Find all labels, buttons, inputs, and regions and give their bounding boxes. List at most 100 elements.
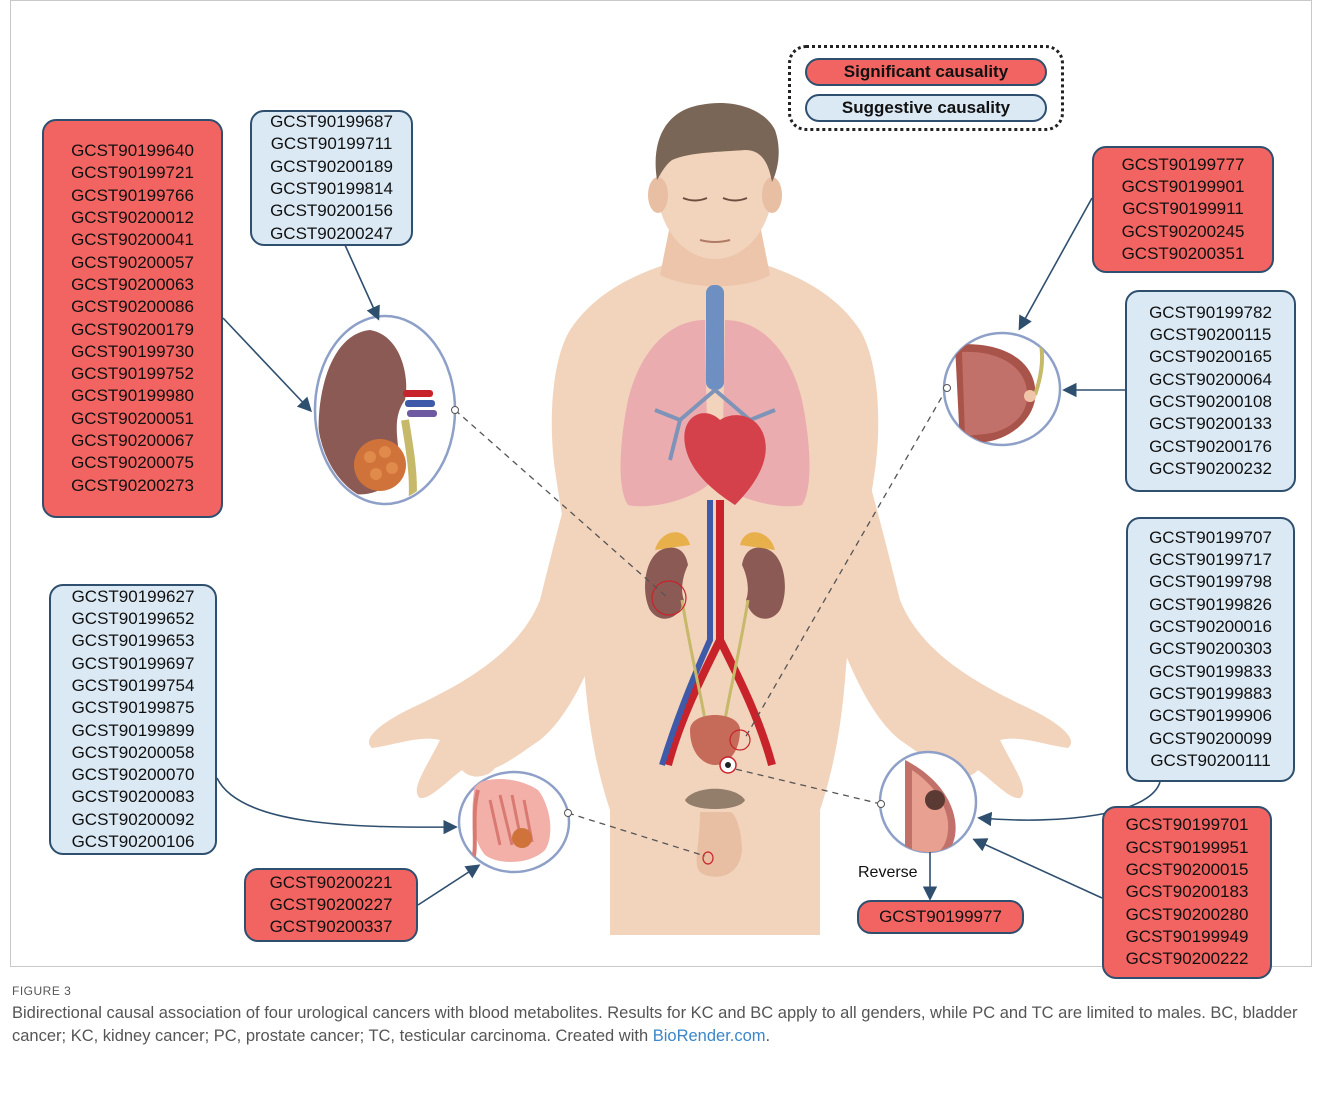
metabolite-id: GCST90199640 bbox=[71, 140, 194, 162]
kidney-significant-list: GCST90199640GCST90199721GCST90199766GCST… bbox=[42, 119, 223, 518]
metabolite-id: GCST90199730 bbox=[71, 341, 194, 363]
arrow-kidney-significant bbox=[223, 318, 310, 410]
metabolite-id: GCST90200057 bbox=[71, 252, 194, 274]
biorender-link[interactable]: BioRender.com bbox=[653, 1027, 766, 1045]
caption-end: . bbox=[766, 1027, 771, 1045]
metabolite-id: GCST90200083 bbox=[72, 786, 195, 808]
metabolite-id: GCST90199977 bbox=[879, 906, 1002, 928]
metabolite-id: GCST90199906 bbox=[1149, 705, 1272, 727]
metabolite-id: GCST90199754 bbox=[72, 675, 195, 697]
metabolite-id: GCST90200075 bbox=[71, 452, 194, 474]
metabolite-id: GCST90199826 bbox=[1149, 594, 1272, 616]
figure-caption: FIGURE 3 Bidirectional causal associatio… bbox=[12, 984, 1308, 1048]
metabolite-id: GCST90199653 bbox=[72, 630, 195, 652]
arrow-prostate-significant bbox=[975, 840, 1102, 898]
metabolite-id: GCST90200303 bbox=[1149, 638, 1272, 660]
kidney-tumor-icon bbox=[315, 316, 459, 505]
metabolite-id: GCST90199752 bbox=[71, 363, 194, 385]
metabolite-id: GCST90200041 bbox=[71, 229, 194, 251]
metabolite-id: GCST90200189 bbox=[270, 156, 393, 178]
bladder-significant-list: GCST90199777GCST90199901GCST90199911GCST… bbox=[1092, 146, 1274, 273]
metabolite-id: GCST90199777 bbox=[1122, 154, 1245, 176]
metabolite-id: GCST90200058 bbox=[72, 742, 195, 764]
metabolite-id: GCST90200280 bbox=[1126, 904, 1249, 926]
metabolite-id: GCST90200108 bbox=[1149, 391, 1272, 413]
metabolite-id: GCST90199687 bbox=[270, 111, 393, 133]
metabolite-id: GCST90199833 bbox=[1149, 661, 1272, 683]
metabolite-id: GCST90200063 bbox=[71, 274, 194, 296]
metabolite-id: GCST90200099 bbox=[1149, 728, 1272, 750]
metabolite-id: GCST90200051 bbox=[71, 408, 194, 430]
metabolite-id: GCST90200176 bbox=[1149, 436, 1272, 458]
metabolite-id: GCST90200232 bbox=[1149, 458, 1272, 480]
metabolite-id: GCST90199697 bbox=[72, 653, 195, 675]
metabolite-id: GCST90199798 bbox=[1149, 571, 1272, 593]
trachea bbox=[706, 285, 724, 390]
metabolite-id: GCST90199717 bbox=[1149, 549, 1272, 571]
arrow-bladder-significant bbox=[1020, 198, 1092, 328]
legend-significant: Significant causality bbox=[805, 58, 1047, 86]
legend: Significant causality Suggestive causali… bbox=[788, 45, 1064, 131]
metabolite-id: GCST90200273 bbox=[71, 475, 194, 497]
arrow-testis-significant bbox=[418, 866, 478, 905]
metabolite-id: GCST90200227 bbox=[270, 894, 393, 916]
metabolite-id: GCST90199901 bbox=[1122, 176, 1245, 198]
testis-tumor-icon bbox=[459, 772, 572, 872]
metabolite-id: GCST90199899 bbox=[72, 720, 195, 742]
metabolite-id: GCST90199627 bbox=[72, 586, 195, 608]
prostate-marker-dot bbox=[725, 762, 731, 768]
metabolite-id: GCST90200070 bbox=[72, 764, 195, 786]
metabolite-id: GCST90199875 bbox=[72, 697, 195, 719]
caption-text: Bidirectional causal association of four… bbox=[12, 1002, 1308, 1048]
metabolite-id: GCST90200015 bbox=[1126, 859, 1249, 881]
metabolite-id: GCST90199766 bbox=[71, 185, 194, 207]
bladder-tumor-icon bbox=[944, 333, 1061, 445]
metabolite-id: GCST90199782 bbox=[1149, 302, 1272, 324]
metabolite-id: GCST90200179 bbox=[71, 319, 194, 341]
prostate-tumor-icon bbox=[878, 752, 977, 858]
metabolite-id: GCST90199951 bbox=[1126, 837, 1249, 859]
metabolite-id: GCST90200092 bbox=[72, 809, 195, 831]
prostate-reverse-list: GCST90199977 bbox=[857, 900, 1024, 934]
genitals bbox=[697, 812, 742, 877]
metabolite-id: GCST90200165 bbox=[1149, 346, 1272, 368]
metabolite-id: GCST90199652 bbox=[72, 608, 195, 630]
reverse-label: Reverse bbox=[858, 864, 918, 882]
metabolite-id: GCST90199980 bbox=[71, 385, 194, 407]
metabolite-id: GCST90200064 bbox=[1149, 369, 1272, 391]
metabolite-id: GCST90200067 bbox=[71, 430, 194, 452]
metabolite-id: GCST90200221 bbox=[270, 872, 393, 894]
legend-suggestive: Suggestive causality bbox=[805, 94, 1047, 122]
figure-label: FIGURE 3 bbox=[12, 984, 1308, 998]
metabolite-id: GCST90200016 bbox=[1149, 616, 1272, 638]
metabolite-id: GCST90200183 bbox=[1126, 881, 1249, 903]
metabolite-id: GCST90200115 bbox=[1150, 324, 1272, 346]
left-ear bbox=[648, 177, 668, 213]
metabolite-id: GCST90200012 bbox=[71, 207, 194, 229]
metabolite-id: GCST90199707 bbox=[1149, 527, 1272, 549]
metabolite-id: GCST90199883 bbox=[1149, 683, 1272, 705]
arrow-kidney-suggestive bbox=[345, 245, 378, 318]
metabolite-id: GCST90199721 bbox=[71, 162, 194, 184]
metabolite-id: GCST90200086 bbox=[71, 296, 194, 318]
metabolite-id: GCST90200337 bbox=[270, 916, 393, 938]
metabolite-id: GCST90199949 bbox=[1126, 926, 1249, 948]
metabolite-id: GCST90200222 bbox=[1126, 948, 1249, 970]
metabolite-id: GCST90200245 bbox=[1122, 221, 1245, 243]
metabolite-id: GCST90200351 bbox=[1122, 243, 1245, 265]
metabolite-id: GCST90199911 bbox=[1122, 198, 1244, 220]
metabolite-id: GCST90200111 bbox=[1150, 750, 1270, 772]
metabolite-id: GCST90199711 bbox=[271, 133, 393, 155]
metabolite-id: GCST90200106 bbox=[72, 831, 195, 853]
metabolite-id: GCST90199814 bbox=[270, 178, 393, 200]
right-ear bbox=[762, 177, 782, 213]
metabolite-id: GCST90200156 bbox=[270, 200, 393, 222]
metabolite-id: GCST90200133 bbox=[1149, 413, 1272, 435]
metabolite-id: GCST90199701 bbox=[1126, 814, 1249, 836]
